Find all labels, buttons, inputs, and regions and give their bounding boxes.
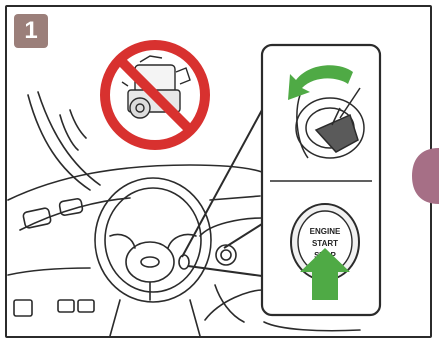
button-location-marker: [179, 255, 189, 269]
button-label-start: START: [312, 239, 338, 248]
side-tab: [412, 148, 439, 204]
step-number-badge: 1: [14, 14, 48, 48]
no-engine-sign: [105, 45, 205, 145]
button-label-engine: ENGINE: [310, 227, 341, 236]
